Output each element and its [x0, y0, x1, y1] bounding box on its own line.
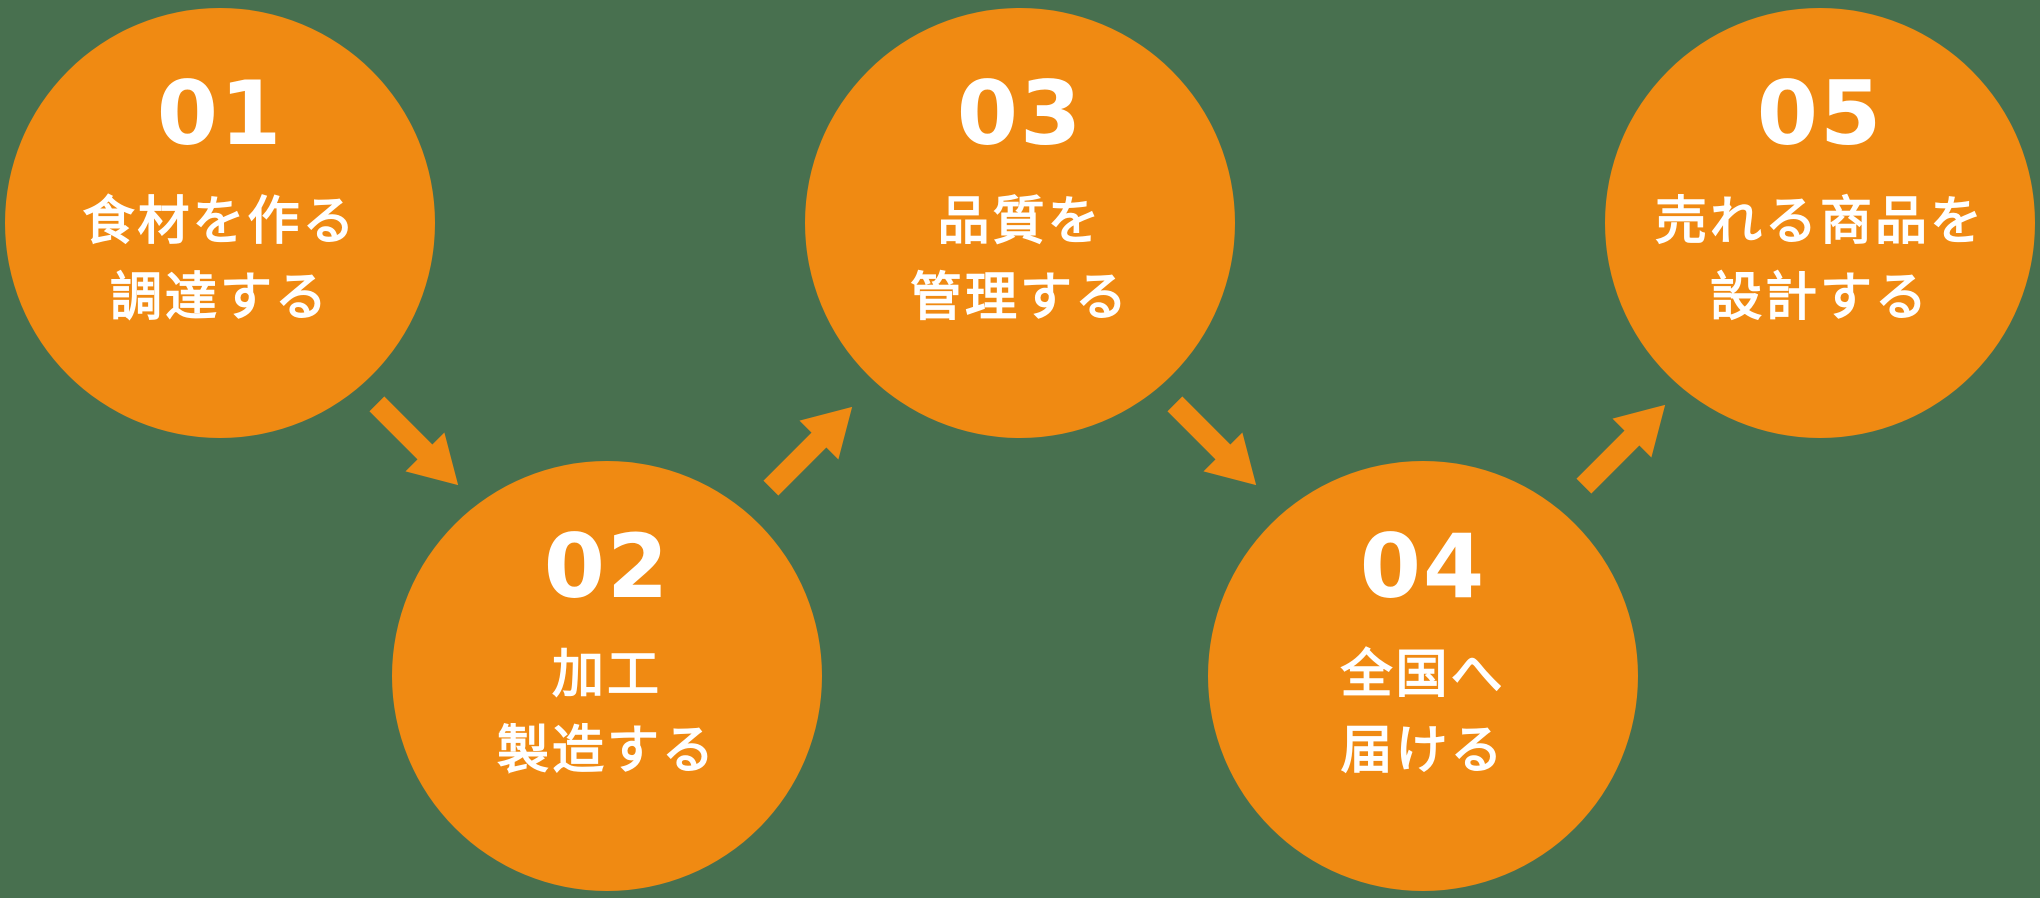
arrow-shape: [763, 406, 853, 496]
arrow-shape: [1576, 404, 1666, 494]
step-number: 01: [156, 62, 284, 165]
step-label-line1: 品質を: [937, 192, 1103, 252]
step-label: 売れる商品を 設計する: [1605, 184, 2035, 336]
arrow-down-right-icon: [357, 384, 477, 504]
step-circle-01: 01 食材を作る 調達する: [5, 8, 435, 438]
step-label-line1: 食材を作る: [82, 192, 358, 252]
step-circle-04: 04 全国へ 届ける: [1208, 461, 1638, 891]
step-label-line2: 調達する: [109, 268, 330, 328]
step-label-line1: 全国へ: [1340, 645, 1506, 705]
arrow-shape: [369, 396, 459, 486]
step-label-line2: 製造する: [496, 721, 717, 781]
step-number: 02: [543, 515, 671, 618]
step-number: 05: [1756, 62, 1884, 165]
arrow-down-right-icon: [1155, 384, 1275, 504]
arrow-up-right-icon: [751, 387, 871, 507]
step-number: 03: [956, 62, 1084, 165]
step-label: 食材を作る 調達する: [5, 184, 435, 336]
step-label: 全国へ 届ける: [1208, 637, 1638, 789]
step-label-line2: 管理する: [909, 268, 1130, 328]
step-number: 04: [1359, 515, 1487, 618]
step-label-line2: 設計する: [1709, 268, 1930, 328]
step-circle-05: 05 売れる商品を 設計する: [1605, 8, 2035, 438]
step-circle-03: 03 品質を 管理する: [805, 8, 1235, 438]
step-label-line2: 届ける: [1340, 721, 1506, 781]
arrow-up-right-icon: [1564, 385, 1684, 505]
step-label-line1: 売れる商品を: [1654, 192, 1985, 252]
step-label: 加工 製造する: [392, 637, 822, 789]
step-circle-02: 02 加工 製造する: [392, 461, 822, 891]
arrow-shape: [1167, 396, 1257, 486]
step-label-line1: 加工: [551, 645, 662, 705]
step-label: 品質を 管理する: [805, 184, 1235, 336]
